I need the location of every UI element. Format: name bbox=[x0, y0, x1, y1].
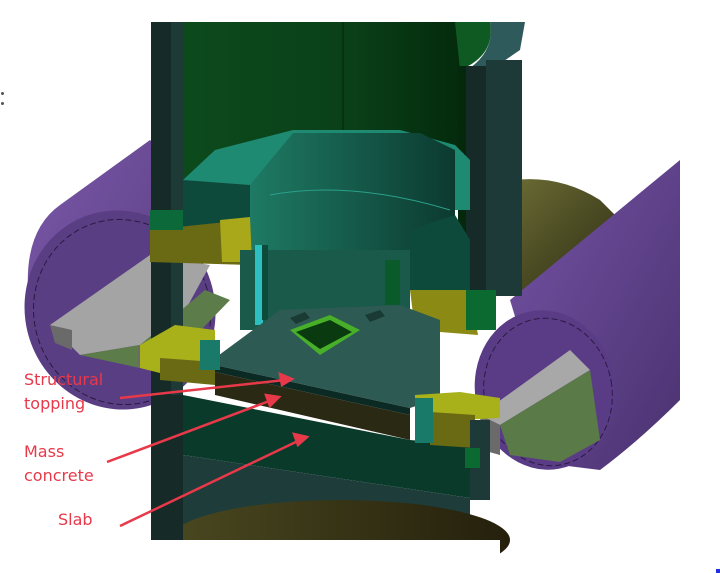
label-structural-topping: Structural topping bbox=[24, 370, 104, 413]
bullet-marker bbox=[1, 102, 4, 105]
annotation-arrows bbox=[106, 371, 310, 528]
bullet-marker bbox=[1, 92, 4, 95]
shaft bbox=[150, 22, 525, 540]
label-slab: Slab bbox=[58, 510, 93, 529]
label-mass-concrete: Mass concrete bbox=[24, 442, 94, 485]
support-blocks bbox=[140, 325, 500, 500]
arrow-slab bbox=[119, 438, 301, 528]
floor-slab bbox=[140, 305, 510, 573]
rear-tunnel bbox=[515, 179, 640, 300]
corner-marker bbox=[716, 569, 720, 573]
arrow-structural-topping bbox=[119, 378, 286, 400]
right-tunnel bbox=[474, 160, 680, 470]
arrow-mass-concrete bbox=[106, 398, 273, 464]
